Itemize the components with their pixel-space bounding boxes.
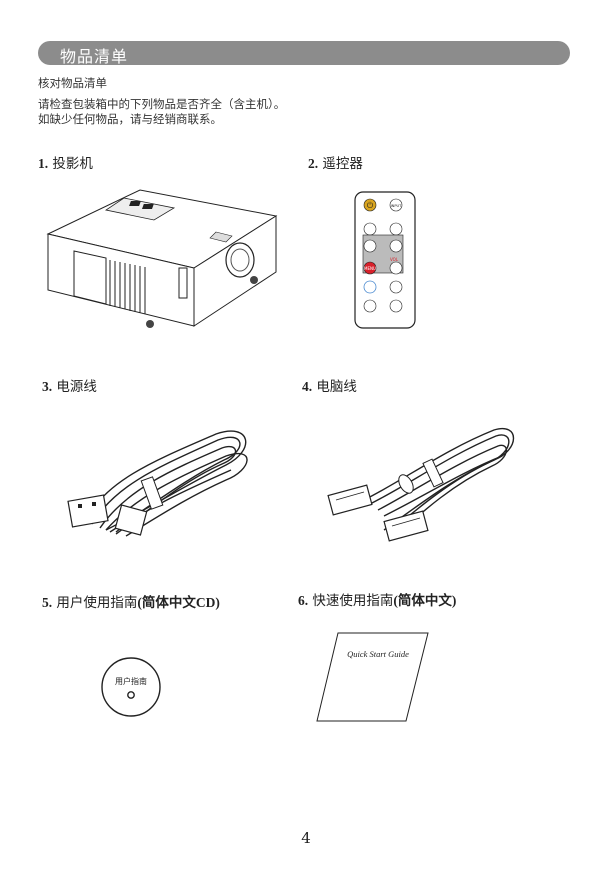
item-label-quick-guide: 6. 快速使用指南(简体中文) — [298, 593, 457, 609]
intro-line-2: 如缺少任何物品，请与经销商联系。 — [38, 112, 222, 126]
item-label-user-manual: 5. 用户使用指南(简体中文CD) — [42, 595, 220, 611]
quick-start-booklet-illustration: Quick Start Guide — [316, 632, 429, 722]
intro-line-1: 请检查包装箱中的下列物品是否齐全（含主机）。 — [38, 97, 286, 111]
projector-illustration — [46, 189, 278, 328]
item-label-remote: 2. 遥控器 — [308, 156, 363, 172]
item-label-projector: 1. 投影机 — [38, 156, 93, 172]
computer-cable-illustration — [327, 427, 515, 542]
svg-text:INPUT: INPUT — [391, 204, 403, 208]
remote-power-button — [363, 198, 377, 212]
svg-text:用户指南: 用户指南 — [115, 676, 147, 686]
svg-text:⏻: ⏻ — [367, 201, 374, 210]
intro-heading: 核对物品清单 — [38, 76, 107, 90]
svg-text:MENU: MENU — [364, 266, 376, 271]
section-header-bar: 物品清单 — [38, 41, 570, 66]
item-label-computer-cable: 4. 电脑线 — [302, 379, 357, 395]
power-cord-illustration — [67, 430, 248, 537]
page-number: 4 — [301, 829, 311, 847]
cd-illustration: 用户指南 — [101, 657, 161, 717]
svg-text:VOL: VOL — [390, 257, 399, 262]
item-label-power-cord: 3. 电源线 — [42, 379, 97, 395]
remote-control-illustration: ⏻ INPUT MENU VOL — [354, 191, 416, 329]
section-title: 物品清单 — [60, 47, 129, 66]
svg-text:Quick Start Guide: Quick Start Guide — [347, 649, 409, 659]
